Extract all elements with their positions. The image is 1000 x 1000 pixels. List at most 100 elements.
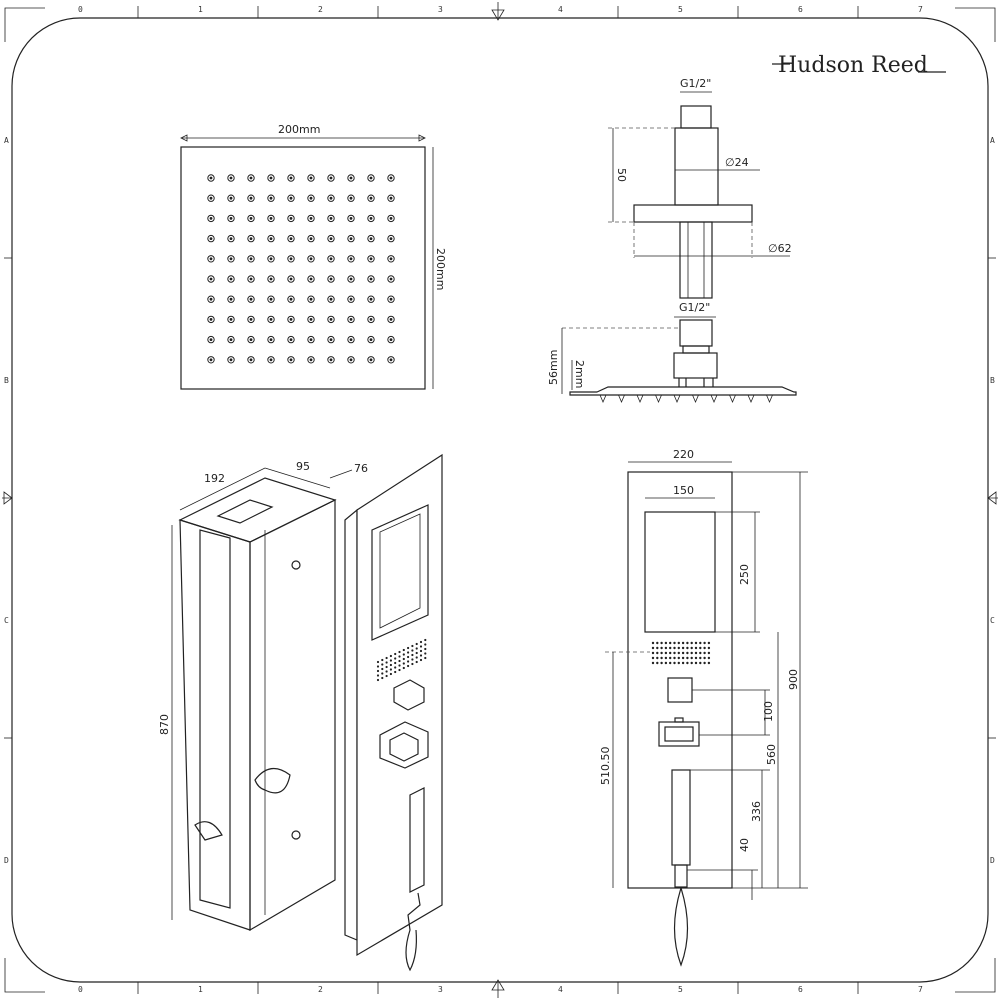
nozzle (367, 255, 375, 263)
body-jet-hole (690, 641, 693, 645)
nozzle (267, 315, 275, 324)
column-label: 6 (798, 985, 803, 994)
body-jet-hole (389, 668, 392, 671)
nozzle (387, 255, 395, 263)
body-jet-hole (402, 653, 405, 656)
brand-logo: Hudson Reed (772, 53, 946, 78)
body-jet-hole (673, 656, 676, 660)
column-label: 0 (78, 985, 83, 994)
column-label: 7 (918, 5, 923, 14)
row-label: B (4, 376, 9, 385)
niche-height-label: 250 (738, 564, 751, 585)
nozzle (247, 255, 255, 263)
body-jet-hole (385, 656, 388, 660)
nozzle (327, 275, 335, 283)
body-jet-hole (385, 670, 388, 673)
box-height-label: 870 (158, 714, 171, 735)
nozzle (287, 194, 295, 202)
nozzle (307, 335, 315, 344)
column-label: 0 (78, 5, 83, 14)
nozzle (307, 315, 315, 324)
body-jet-hole (703, 641, 706, 645)
column-label: 4 (558, 985, 563, 994)
nozzle (227, 255, 235, 263)
body-jet-hole (376, 665, 380, 668)
body-jet-hole (415, 651, 418, 655)
nozzle (367, 174, 375, 182)
body-jet-hole (398, 664, 401, 667)
body-jet-hole (651, 646, 655, 650)
nozzle (227, 275, 235, 283)
nozzle (207, 194, 215, 202)
body-jet-hole (402, 666, 405, 670)
column-label: 3 (438, 5, 443, 14)
body-jet-hole (411, 658, 414, 661)
body-jet-hole (398, 668, 401, 672)
nozzle (207, 255, 215, 263)
head-width-label: 200mm (278, 123, 320, 136)
shower-arm-side-view: G1/2" 50 ∅24 ∅62 G1/2" 56mm 2mm (547, 77, 797, 404)
thread-top-label: G1/2" (680, 77, 711, 90)
body-jet-hole (703, 646, 706, 650)
body-jet-hole (389, 654, 392, 658)
body-jet-hole (673, 641, 676, 645)
concealed-box-isometric: 192 95 870 (158, 460, 337, 932)
nozzle-tip (599, 394, 607, 404)
arm-diameter-label: ∅24 (725, 156, 749, 169)
nozzle (367, 315, 375, 324)
body-jet-hole (376, 674, 380, 677)
nozzle (307, 194, 315, 202)
row-label: D (4, 856, 9, 865)
nozzle (287, 356, 295, 364)
body-jet-hole (664, 651, 668, 655)
column-label: 2 (318, 985, 323, 994)
nozzle-tip (618, 394, 625, 404)
nozzle (267, 234, 275, 243)
body-jet-hole (707, 656, 711, 660)
nozzle (287, 214, 295, 223)
body-jet-hole (415, 647, 418, 650)
body-jet-hole (656, 646, 659, 650)
body-jet-hole (419, 645, 423, 648)
body-jet-hole (677, 646, 680, 650)
nozzle (247, 315, 255, 324)
body-jet-hole (699, 641, 702, 645)
body-jet-hole (660, 651, 663, 655)
body-jet-hole (669, 641, 672, 645)
body-jet-hole (398, 659, 401, 663)
head-height-label: 200mm (434, 248, 447, 290)
nozzle (207, 295, 215, 303)
nozzle (387, 214, 395, 223)
body-jet-hole (419, 654, 423, 657)
body-jet-hole (699, 656, 702, 660)
nozzle (347, 174, 355, 182)
nozzle (287, 295, 295, 303)
row-label: C (990, 616, 995, 625)
body-jet-hole (703, 656, 706, 660)
niche-width-label: 150 (673, 484, 694, 497)
nozzle (347, 194, 355, 202)
body-jet-hole (419, 649, 423, 653)
outlet-height-label: 40 (738, 838, 751, 852)
body-jet-hole (686, 641, 689, 645)
body-jet-hole (681, 651, 685, 655)
body-jet-hole (656, 661, 659, 665)
nozzle (247, 214, 255, 223)
row-label: C (4, 616, 9, 625)
column-label: 4 (558, 5, 563, 14)
nozzle (287, 174, 295, 182)
nozzle (227, 315, 235, 324)
body-jet-hole (376, 660, 380, 664)
head-thickness-label: 2mm (573, 360, 586, 388)
body-jet-hole (389, 659, 392, 662)
body-jet-hole (381, 658, 384, 662)
nozzle (207, 214, 215, 223)
nozzle (367, 335, 375, 344)
body-jet-hole (381, 672, 384, 675)
nozzle (267, 356, 275, 364)
nozzle (327, 295, 335, 303)
diverter-height-label: 560 (765, 744, 778, 765)
body-jet-hole (376, 669, 380, 673)
handset-height-label: 336 (750, 801, 763, 822)
